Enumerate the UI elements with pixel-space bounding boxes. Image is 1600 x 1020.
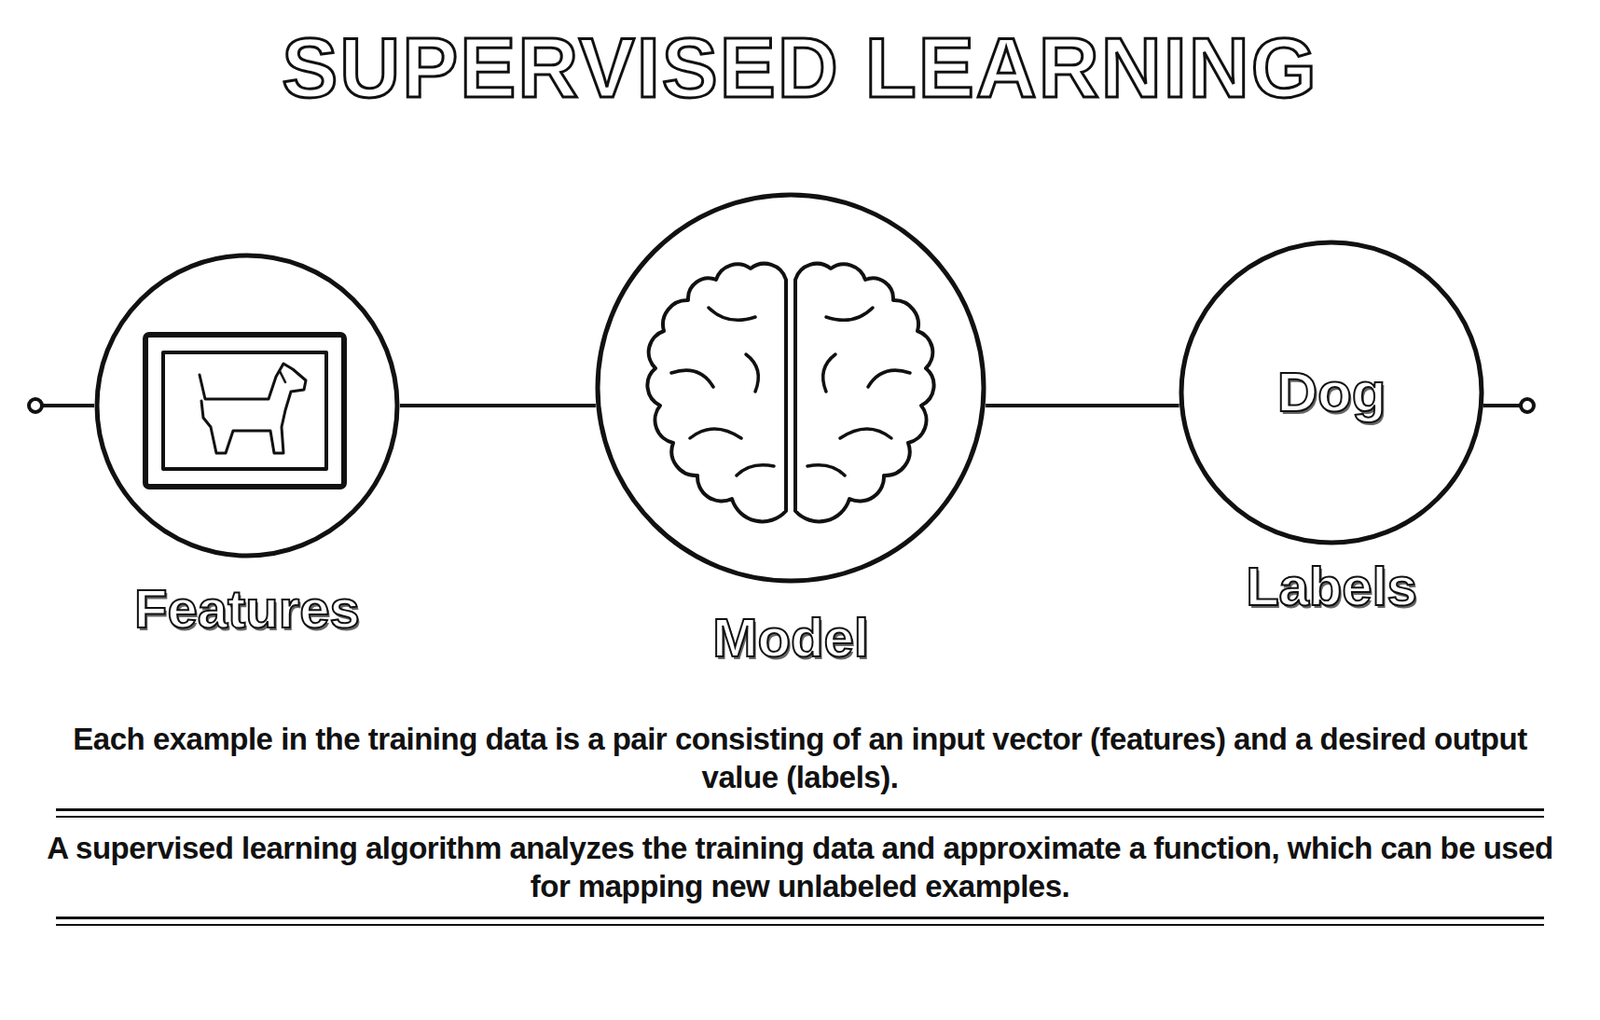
notes-block: Each example in the training data is a p…: [37, 719, 1563, 938]
note-text: Each example in the training data is a p…: [37, 719, 1563, 798]
note-text: A supervised learning algorithm analyzes…: [37, 828, 1563, 907]
connector-line: [985, 403, 1179, 408]
double-rule: [55, 808, 1545, 818]
circle-outline: [94, 252, 400, 559]
dog-picture: [145, 334, 345, 487]
circle-outline: [594, 192, 987, 584]
node-label: Dog: [1048, 361, 1600, 424]
circle-node: DogLabels: [1178, 239, 1485, 546]
double-rule: [55, 916, 1545, 926]
circle-node: Model: [594, 192, 987, 584]
brain-icon: [647, 263, 934, 523]
circle-node: Features: [94, 252, 400, 559]
node-heading: Model: [464, 607, 1118, 668]
connector-line: [400, 403, 596, 408]
circle-shape: [96, 255, 398, 556]
circle-shape: [597, 194, 984, 581]
diagram-title: SUPERVISED LEARNING: [0, 22, 1600, 115]
node-heading: Features: [0, 579, 531, 639]
node-heading: Labels: [1048, 556, 1600, 617]
